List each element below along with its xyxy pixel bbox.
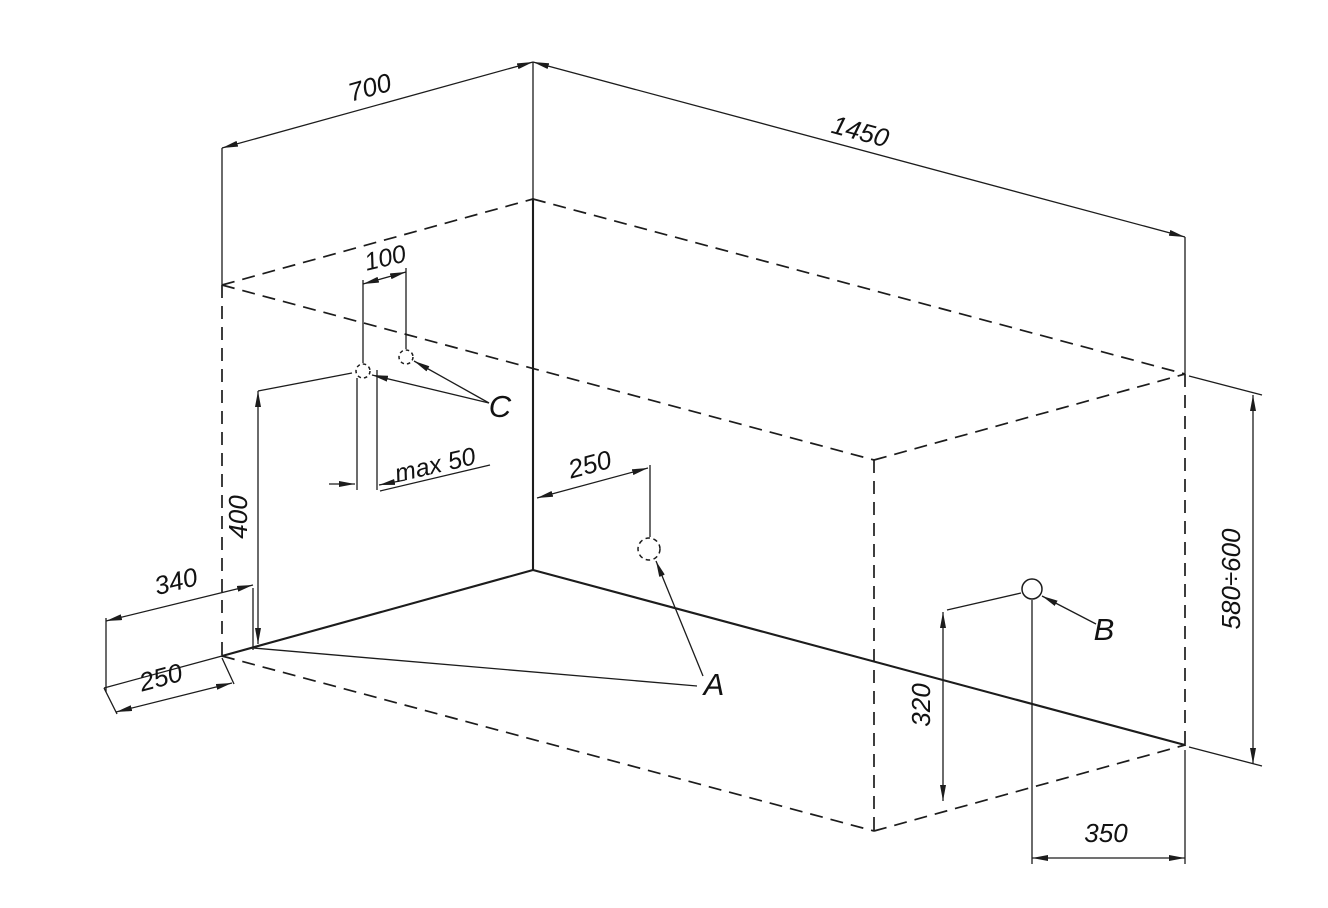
dim-250-lower-label: 250 [135, 657, 186, 698]
leader-c-right [413, 360, 490, 404]
max50-underline [379, 464, 491, 492]
label-b: B [1094, 612, 1115, 647]
dim-700 [221, 61, 534, 149]
dimension-lines [105, 61, 1256, 861]
dim-320-label: 320 [906, 683, 936, 727]
dim-700-label: 700 [345, 67, 395, 108]
hole-c-right [398, 349, 414, 365]
dim-100-label: 100 [362, 240, 409, 277]
extension-lines [103, 62, 1263, 864]
hole-c-left [355, 363, 371, 379]
ext-250-lower-left [103, 687, 118, 715]
hidden-edge-top-left [221, 198, 534, 286]
floor-reference-line [252, 647, 698, 687]
leader-b [1041, 595, 1097, 625]
visible-edges [220, 197, 1187, 747]
ext-height-bottom [1188, 746, 1263, 767]
dim-100 [362, 271, 407, 285]
dimension-labels: 700 1450 580÷600 400 100 max 50 250 320 … [135, 67, 1246, 848]
dim-350-label: 350 [1084, 818, 1128, 848]
dim-1450-label: 1450 [829, 109, 893, 153]
label-a: A [702, 667, 725, 702]
holes [355, 349, 1043, 600]
leader-lines [371, 360, 1097, 677]
hidden-edge-bottom-back [221, 655, 875, 832]
dim-250-lower [115, 682, 233, 713]
ext-320-top [946, 592, 1022, 611]
hidden-edge-top-back [221, 284, 875, 461]
hidden-edge-top-front [532, 198, 1186, 375]
leader-a [655, 560, 704, 677]
hole-a [637, 537, 661, 561]
ext-250-lower-right [221, 657, 235, 685]
floor-left-edge [220, 568, 535, 658]
hidden-edge-top-right [873, 373, 1186, 461]
hidden-box-edges [221, 198, 1186, 832]
leader-c-left [371, 374, 490, 404]
dim-340 [105, 584, 254, 622]
dim-340-label: 340 [151, 561, 201, 601]
dim-250-front [536, 467, 649, 499]
dim-max50-arrow-right [378, 479, 406, 486]
hidden-edge-bottom-right [873, 744, 1186, 832]
dim-580-600-label: 580÷600 [1216, 528, 1246, 630]
hole-labels: A B C [489, 389, 1115, 702]
ext-height-top [1188, 375, 1263, 396]
floor-front-edge [531, 568, 1187, 747]
hole-b [1021, 578, 1043, 600]
label-c: C [489, 389, 512, 424]
dim-400-label: 400 [223, 495, 253, 539]
dim-max50-label: max 50 [392, 442, 478, 488]
floor-edge-extension [103, 655, 223, 689]
dim-1450 [532, 61, 1186, 238]
ext-400-top [257, 372, 353, 392]
